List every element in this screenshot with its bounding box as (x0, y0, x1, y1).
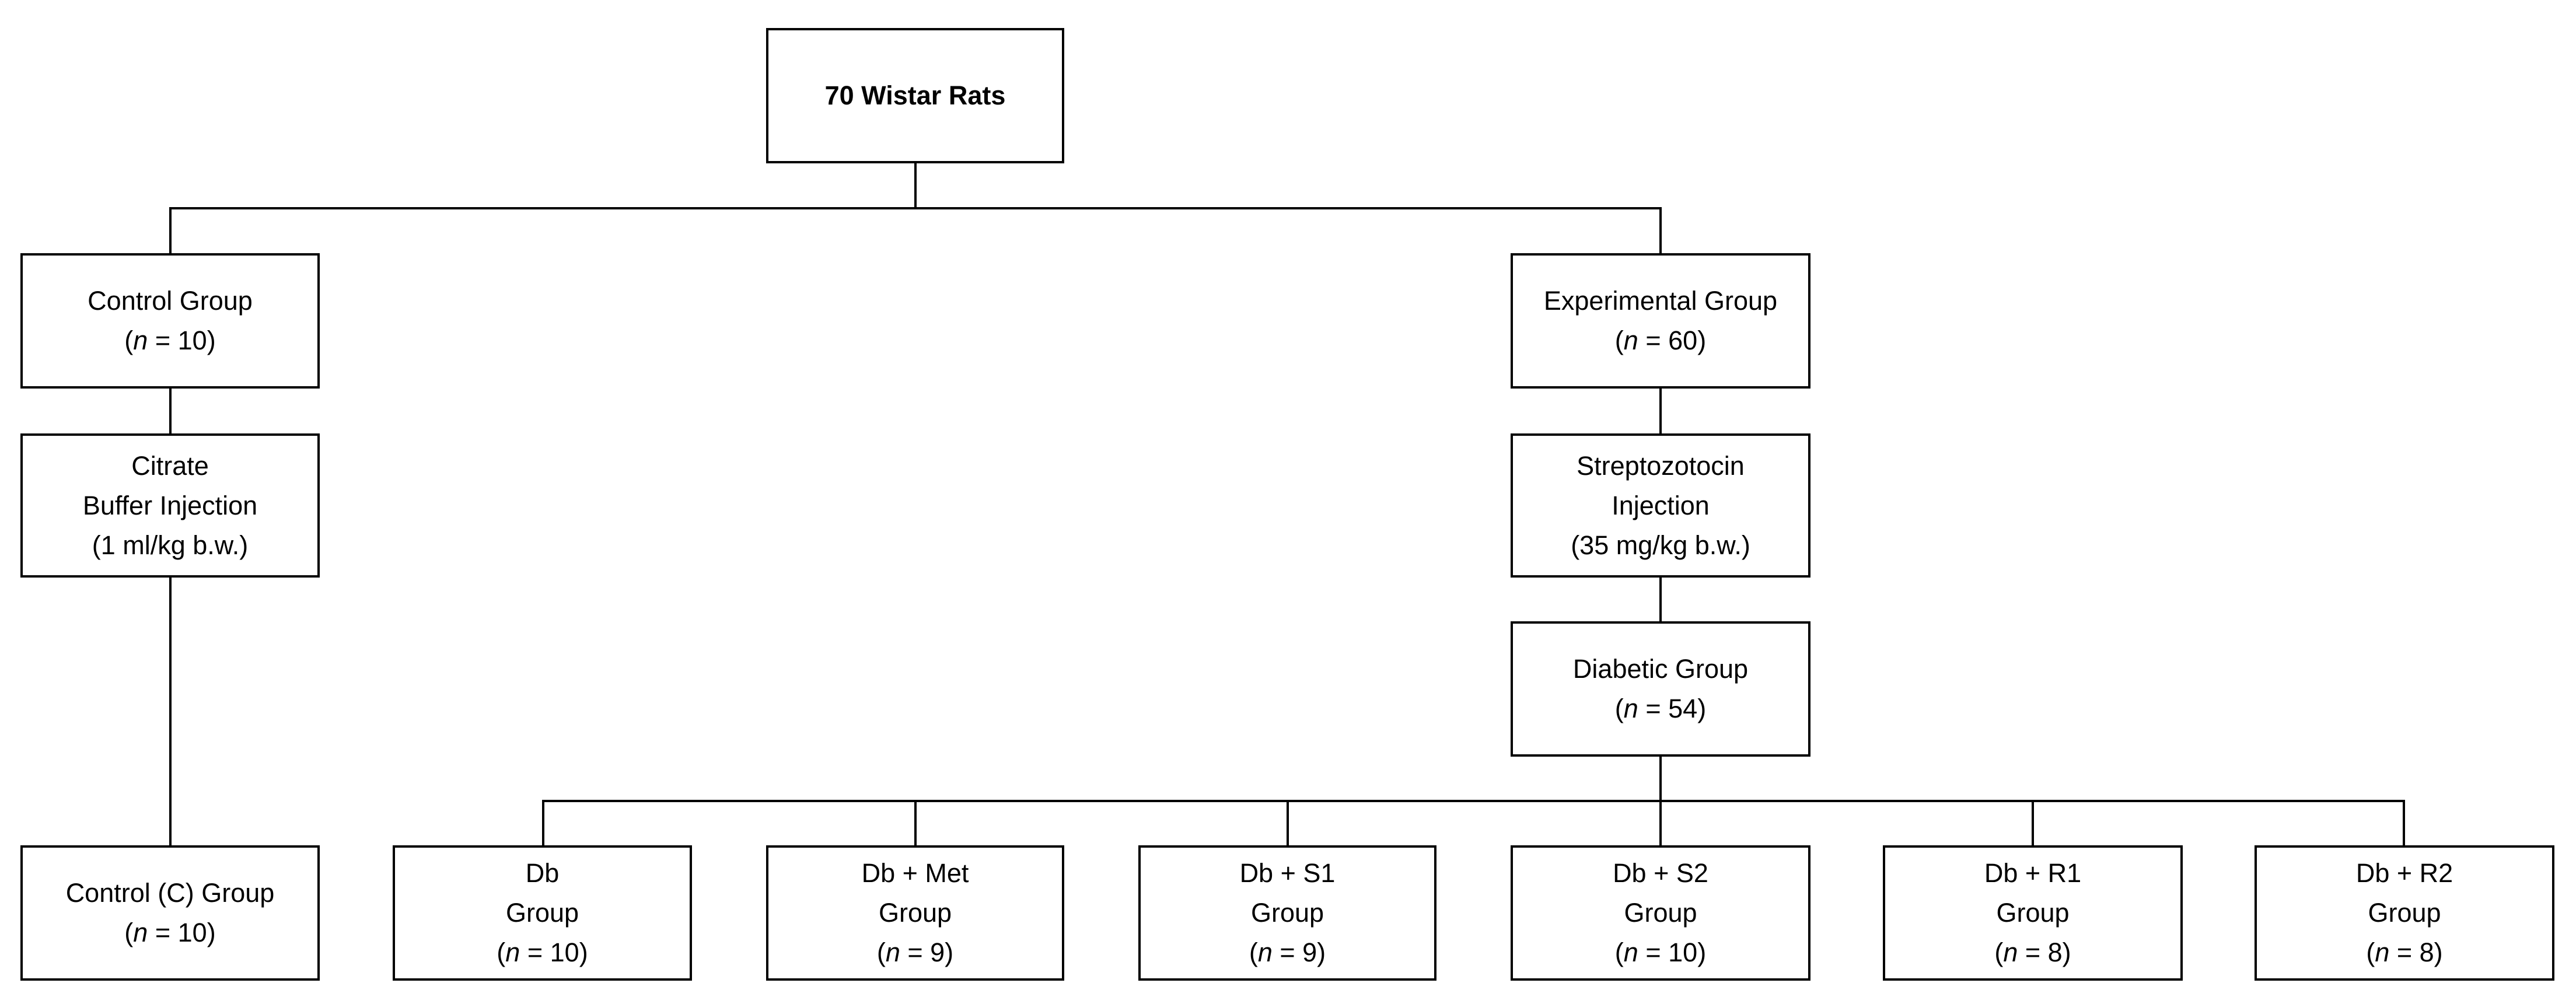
citrate-injection-line-2: Buffer Injection (82, 490, 258, 520)
connector-control-to-injection (169, 387, 172, 435)
subgroup-db-r2-node: Db + R2 Group (n = 8) (2255, 845, 2554, 981)
subgroup-db-met-name: Db + Met (861, 858, 969, 888)
subgroup-db-s1-count: (n = 9) (1249, 937, 1326, 967)
control-group-count: (n = 10) (124, 326, 216, 355)
connector-top-horizontal (169, 207, 1662, 209)
subgroup-db-node: Db Group (n = 10) (393, 845, 692, 981)
control-c-group-node: Control (C) Group (n = 10) (20, 845, 320, 981)
connector-root-down (914, 162, 917, 209)
subgroup-db-s2-node: Db + S2 Group (n = 10) (1511, 845, 1810, 981)
root-label: 70 Wistar Rats (824, 81, 1006, 110)
connector-to-subgroup-db-met (914, 800, 917, 846)
citrate-injection-line-1: Citrate (131, 450, 209, 481)
diabetic-group-node: Diabetic Group (n = 54) (1511, 621, 1810, 757)
subgroup-db-r1-node: Db + R1 Group (n = 8) (1883, 845, 2183, 981)
subgroup-db-r2-name: Db + R2 (2355, 858, 2453, 888)
streptozotocin-injection-dose: (35 mg/kg b.w.) (1571, 530, 1750, 560)
subgroup-db-s1-group-word: Group (1250, 898, 1324, 928)
connector-control-injection-to-final (169, 576, 172, 846)
connector-to-control-group (169, 207, 172, 254)
diabetic-group-label: Diabetic Group (1572, 654, 1749, 684)
control-group-node: Control Group (n = 10) (20, 253, 320, 389)
subgroup-db-met-node: Db + Met Group (n = 9) (766, 845, 1064, 981)
root-node: 70 Wistar Rats (766, 28, 1064, 163)
control-c-group-count: (n = 10) (124, 918, 216, 947)
subgroup-db-s1-name: Db + S1 (1239, 858, 1336, 888)
streptozotocin-injection-line-1: Streptozotocin (1577, 450, 1745, 481)
connector-to-subgroup-db-r1 (2032, 800, 2034, 846)
connector-to-subgroup-db (542, 800, 544, 846)
subgroup-db-r2-group-word: Group (2368, 898, 2441, 928)
connector-subgroups-horizontal (542, 800, 2405, 802)
subgroup-db-s2-name: Db + S2 (1613, 858, 1708, 888)
streptozotocin-injection-line-2: Injection (1612, 490, 1710, 520)
subgroup-db-r2-count: (n = 8) (2366, 937, 2443, 967)
subgroup-db-met-group-word: Group (878, 898, 952, 928)
citrate-injection-dose: (1 ml/kg b.w.) (92, 530, 249, 560)
experimental-group-node: Experimental Group (n = 60) (1511, 253, 1810, 389)
connector-injection-to-diabetic (1659, 576, 1662, 622)
citrate-injection-node: Citrate Buffer Injection (1 ml/kg b.w.) (20, 433, 320, 578)
subgroup-db-s1-node: Db + S1 Group (n = 9) (1138, 845, 1436, 981)
connector-to-subgroup-db-s2 (1659, 800, 1662, 846)
subgroup-db-name: Db (525, 858, 560, 888)
subgroup-db-s2-count: (n = 10) (1614, 937, 1707, 967)
subgroup-db-r1-group-word: Group (1996, 898, 2070, 928)
connector-to-subgroup-db-r2 (2403, 800, 2405, 846)
streptozotocin-injection-node: Streptozotocin Injection (35 mg/kg b.w.) (1511, 433, 1810, 578)
subgroup-db-r1-name: Db + R1 (1984, 858, 2082, 888)
experimental-group-count: (n = 60) (1614, 326, 1707, 355)
connector-diabetic-down (1659, 755, 1662, 802)
experimental-group-label: Experimental Group (1543, 286, 1778, 316)
subgroup-db-s2-group-word: Group (1624, 898, 1697, 928)
connector-to-experimental-group (1659, 207, 1662, 254)
subgroup-db-count: (n = 10) (497, 937, 588, 967)
subgroup-db-group-word: Group (505, 898, 579, 928)
control-group-label: Control Group (88, 286, 253, 316)
subgroup-db-met-count: (n = 9) (876, 937, 954, 967)
diabetic-group-count: (n = 54) (1614, 694, 1707, 723)
connector-to-subgroup-db-s1 (1287, 800, 1289, 846)
control-c-group-label: Control (C) Group (65, 878, 275, 908)
connector-experimental-to-injection (1659, 387, 1662, 435)
subgroup-db-r1-count: (n = 8) (1994, 937, 2071, 967)
